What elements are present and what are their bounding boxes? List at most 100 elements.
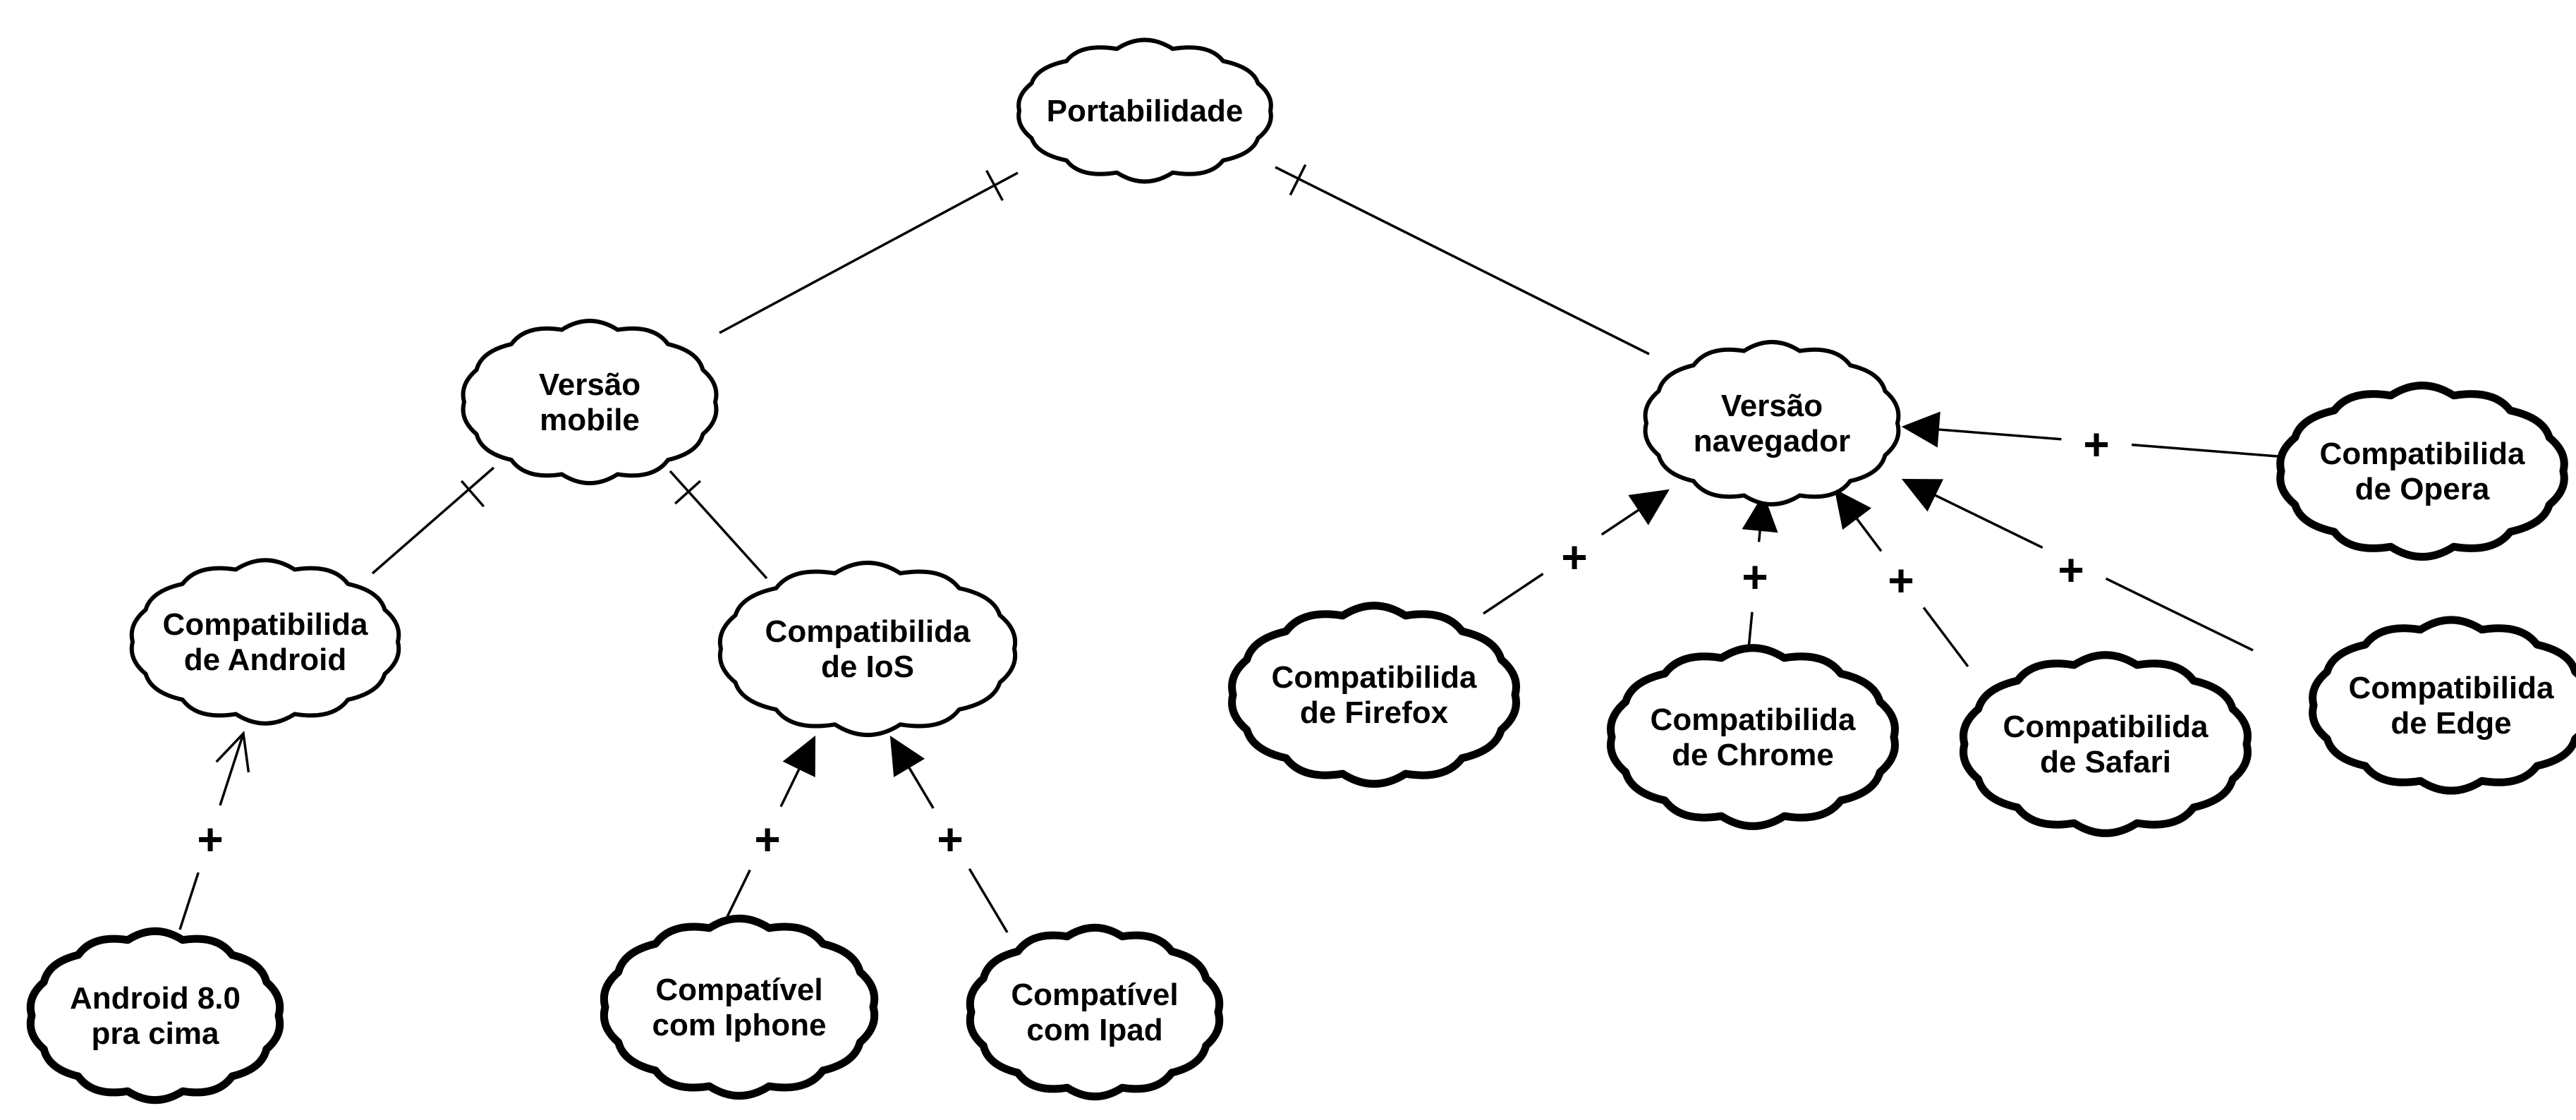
contribution-line [2105, 577, 2254, 652]
contribution-label: + [937, 814, 963, 865]
contribution-label: + [197, 814, 223, 865]
decomposition-line [371, 466, 495, 575]
links-layer [178, 164, 2288, 933]
node-label-line: Versão [1721, 389, 1823, 423]
filled-arrowhead-icon [1901, 478, 1944, 512]
contribution-line [2131, 443, 2288, 458]
cloud-shape [1960, 651, 2252, 837]
decomposition-tick [674, 480, 701, 505]
filled-arrowhead-icon [1742, 493, 1778, 533]
cloud-shape [717, 561, 1018, 737]
link-compat-edge-to-versao-navegador[interactable] [1901, 478, 2254, 652]
contribution-line [968, 868, 1009, 933]
node-label-line: pra cima [92, 1016, 220, 1051]
cloud-shape [2276, 382, 2568, 561]
node-label-line: Compatível [655, 973, 822, 1007]
link-compat-iphone-to-compat-ios[interactable] [724, 735, 816, 922]
link-portabilidade-to-versao-mobile[interactable] [719, 170, 1019, 334]
link-versao-mobile-to-compat-android[interactable] [371, 466, 495, 575]
node-label-line: com Ipad [1026, 1013, 1162, 1047]
cloud-shape [2309, 616, 2576, 795]
cloud-shape [600, 914, 879, 1100]
contribution-line [1934, 494, 2043, 549]
decomposition-tick [460, 480, 485, 508]
cloud-shape [1607, 644, 1899, 830]
node-label-line: Android 8.0 [70, 981, 241, 1016]
decomposition-line [669, 470, 768, 580]
link-compat-ipad-to-compat-ios[interactable] [889, 736, 1009, 933]
link-portabilidade-to-versao-navegador[interactable] [1275, 164, 1650, 355]
contribution-line [1757, 530, 1761, 542]
contribution-line [1922, 607, 1969, 668]
cloud-shape [461, 318, 719, 486]
contribution-line [219, 767, 234, 806]
cloud-shape [1643, 339, 1901, 507]
node-label-line: de Chrome [1672, 738, 1834, 772]
contribution-line [1483, 573, 1544, 615]
contribution-line [908, 767, 935, 809]
node-label-line: de Android [184, 643, 347, 677]
node-label-line: navegador [1694, 424, 1851, 458]
cloud-shape [966, 923, 1224, 1101]
node-label-line: com Iphone [652, 1008, 827, 1042]
contribution-line [178, 872, 200, 930]
link-android-8-to-compat-android[interactable] [178, 731, 250, 930]
link-compat-firefox-to-versao-navegador[interactable] [1483, 489, 1670, 615]
node-label-line: Compatibilida [1651, 702, 1856, 737]
filled-arrowhead-icon [782, 735, 816, 778]
decomposition-tick [985, 170, 1004, 201]
contribution-line [1855, 517, 1883, 552]
filled-arrowhead-icon [1628, 489, 1670, 525]
link-compat-safari-to-versao-navegador[interactable] [1834, 489, 1969, 668]
node-label-line: de Firefox [1300, 695, 1449, 730]
node-label-line: de IoS [821, 650, 914, 684]
node-label-line: Compatibilida [163, 607, 368, 642]
node-label-line: Compatibilida [2349, 671, 2554, 705]
contribution-label: + [2083, 419, 2109, 470]
link-compat-opera-to-versao-navegador[interactable] [1901, 411, 2288, 458]
cloud-shape [26, 927, 284, 1104]
filled-arrowhead-icon [1834, 489, 1872, 530]
contribution-line [1938, 428, 2062, 441]
decomposition-line [719, 171, 1019, 334]
cloud-shape [1016, 37, 1273, 184]
cloud-shape [1228, 602, 1520, 788]
node-label-line: de Edge [2390, 706, 2511, 741]
node-label-line: Compatibilida [2003, 710, 2209, 744]
link-versao-mobile-to-compat-ios[interactable] [669, 470, 768, 580]
goal-node-portabilidade[interactable]: Portabilidade [1016, 37, 1273, 184]
cloud-shape [129, 558, 401, 726]
contribution-line [1600, 509, 1640, 536]
contribution-label: + [754, 814, 780, 865]
contribution-line [779, 768, 801, 808]
node-label-line: Compatibilida [1272, 660, 1477, 695]
contribution-label: + [1742, 552, 1768, 602]
contribution-line [231, 733, 245, 768]
link-labels-layer: ++++++++ [197, 419, 2109, 865]
contribution-label: + [1561, 532, 1587, 583]
node-label-line: de Safari [2040, 745, 2171, 779]
node-label-line: mobile [540, 403, 640, 437]
node-label-line: Compatibilida [2320, 437, 2525, 471]
filled-arrowhead-icon [889, 736, 925, 777]
filled-arrowhead-icon [1901, 411, 1940, 448]
node-label-line: de Opera [2355, 472, 2490, 506]
node-label-line: Compatibilida [765, 614, 971, 649]
contribution-line [724, 869, 751, 922]
decomposition-tick [1289, 164, 1307, 196]
decomposition-line [1275, 166, 1650, 355]
